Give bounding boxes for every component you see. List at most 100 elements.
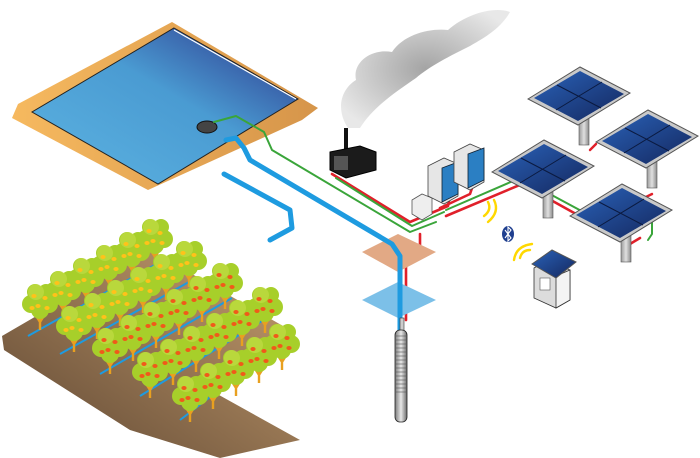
fruit — [100, 255, 106, 259]
smoke-icon — [341, 10, 510, 128]
fruit — [155, 276, 161, 280]
fruit — [220, 283, 226, 287]
fruit — [81, 278, 87, 282]
fruit — [150, 239, 156, 243]
fruit — [204, 373, 210, 377]
fruit — [145, 279, 151, 283]
fruit — [168, 359, 174, 363]
fruit — [78, 328, 84, 332]
tree — [171, 241, 207, 287]
tree — [114, 232, 150, 278]
fruit — [271, 346, 277, 350]
tree — [195, 363, 231, 409]
fruit — [111, 290, 117, 294]
fruit — [124, 302, 130, 306]
tree — [178, 326, 214, 372]
fruit — [183, 311, 189, 315]
fruit — [147, 289, 153, 293]
fruit — [184, 261, 190, 265]
fruit — [215, 375, 221, 379]
fruit — [240, 372, 246, 376]
fruit — [147, 312, 153, 316]
fruit — [122, 337, 128, 341]
fruit — [65, 316, 71, 320]
reservoir-rim — [173, 29, 297, 100]
fruit — [161, 274, 167, 278]
fruit — [246, 322, 252, 326]
fruit — [168, 311, 174, 315]
fruit — [200, 348, 206, 352]
fruit — [101, 315, 107, 319]
diesel-generator — [329, 128, 377, 179]
fruit — [229, 285, 235, 289]
fruit — [63, 328, 69, 332]
fruit — [137, 337, 143, 341]
fruit — [179, 398, 185, 402]
fruit — [65, 283, 71, 287]
float-switch-icon — [196, 120, 218, 134]
fruit — [237, 320, 243, 324]
fruit — [146, 229, 152, 233]
fruit — [248, 359, 254, 363]
fruit — [54, 281, 60, 285]
fruit — [181, 301, 187, 305]
generator-grille — [334, 156, 348, 170]
fruit — [144, 241, 150, 245]
tree — [207, 263, 243, 309]
fruit — [35, 304, 41, 308]
fruit — [138, 287, 144, 291]
fruit — [227, 275, 233, 279]
fruit — [244, 312, 250, 316]
fruit — [121, 254, 127, 258]
fruit — [185, 348, 191, 352]
fruit — [181, 386, 187, 390]
fruit — [42, 296, 48, 300]
fruit — [123, 242, 129, 246]
fruit — [267, 299, 273, 303]
tree — [45, 271, 81, 317]
irrigation-feed-pipe — [221, 171, 295, 243]
controller-door — [467, 147, 485, 189]
tree — [264, 324, 300, 370]
fruit — [178, 263, 184, 267]
bluetooth-icon — [502, 225, 514, 243]
fruit — [112, 340, 118, 344]
fruit — [175, 351, 181, 355]
fruit — [269, 309, 275, 313]
solar-panel — [526, 66, 632, 146]
fruit — [254, 309, 260, 313]
solar-array — [490, 66, 700, 263]
fruit — [216, 273, 222, 277]
fruit — [221, 325, 227, 329]
fruit — [151, 322, 157, 326]
fruit — [105, 348, 111, 352]
tree — [115, 315, 151, 361]
pump-ribs — [396, 335, 406, 393]
fruit — [88, 270, 94, 274]
tree — [247, 287, 283, 333]
wireless-signal-icon — [482, 198, 534, 262]
tree — [184, 276, 220, 322]
fruit — [193, 263, 199, 267]
fruit — [231, 370, 237, 374]
fruit — [208, 335, 214, 339]
fruit — [127, 252, 133, 256]
fruit — [154, 374, 160, 378]
fruit — [52, 293, 58, 297]
fruit — [210, 323, 216, 327]
fruit — [214, 285, 220, 289]
fruit — [136, 254, 142, 258]
fruit — [139, 374, 145, 378]
fruit — [132, 289, 138, 293]
fruit — [170, 299, 176, 303]
fruit — [286, 346, 292, 350]
fruit — [214, 333, 220, 337]
fruit — [250, 347, 256, 351]
fruit — [164, 349, 170, 353]
fruit — [204, 288, 210, 292]
fruit — [145, 372, 151, 376]
fruit — [238, 362, 244, 366]
fruit — [111, 257, 117, 261]
